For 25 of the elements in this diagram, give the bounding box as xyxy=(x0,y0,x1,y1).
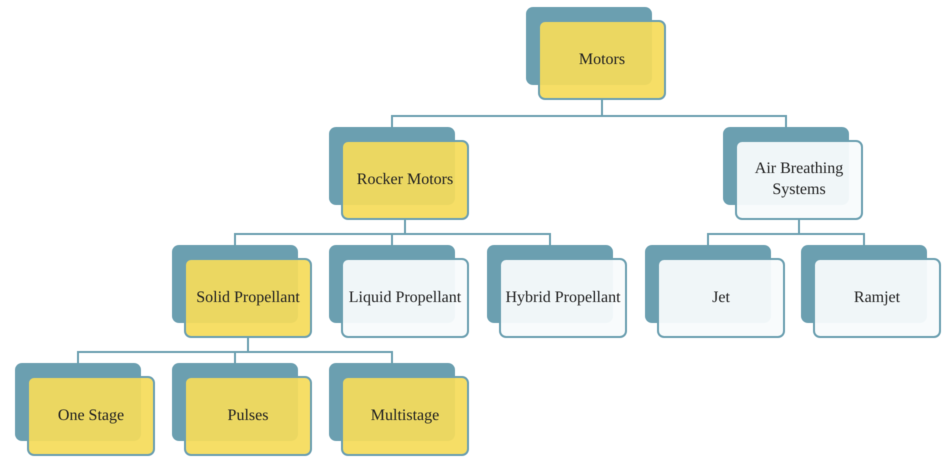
node-label: Rocker Motors xyxy=(356,170,454,190)
stacked-box xyxy=(723,127,863,220)
stacked-box xyxy=(172,363,312,456)
stacked-box xyxy=(329,127,469,220)
connector-line xyxy=(601,100,787,127)
stacked-box xyxy=(526,7,666,100)
stacked-box xyxy=(329,363,469,456)
connector-line xyxy=(247,338,393,363)
stacked-box xyxy=(172,245,312,338)
node-label: Ramjet xyxy=(852,288,902,308)
stacked-box xyxy=(15,363,155,456)
stacked-box xyxy=(645,245,785,338)
node-label: Liquid Propellant xyxy=(348,288,462,308)
node-label: Multistage xyxy=(370,406,440,426)
stacked-box xyxy=(487,245,627,338)
node-label: Jet xyxy=(711,288,731,308)
node-label: Solid Propellant xyxy=(195,288,301,308)
connector-line xyxy=(798,220,865,245)
node-label: One Stage xyxy=(56,406,126,426)
node-label: Hybrid Propellant xyxy=(504,288,622,308)
node-label: Pulses xyxy=(226,406,270,426)
stacked-box xyxy=(801,245,941,338)
node-label: Motors xyxy=(578,50,626,70)
node-label: Air Breathing Systems xyxy=(754,159,844,200)
stacked-box xyxy=(329,245,469,338)
